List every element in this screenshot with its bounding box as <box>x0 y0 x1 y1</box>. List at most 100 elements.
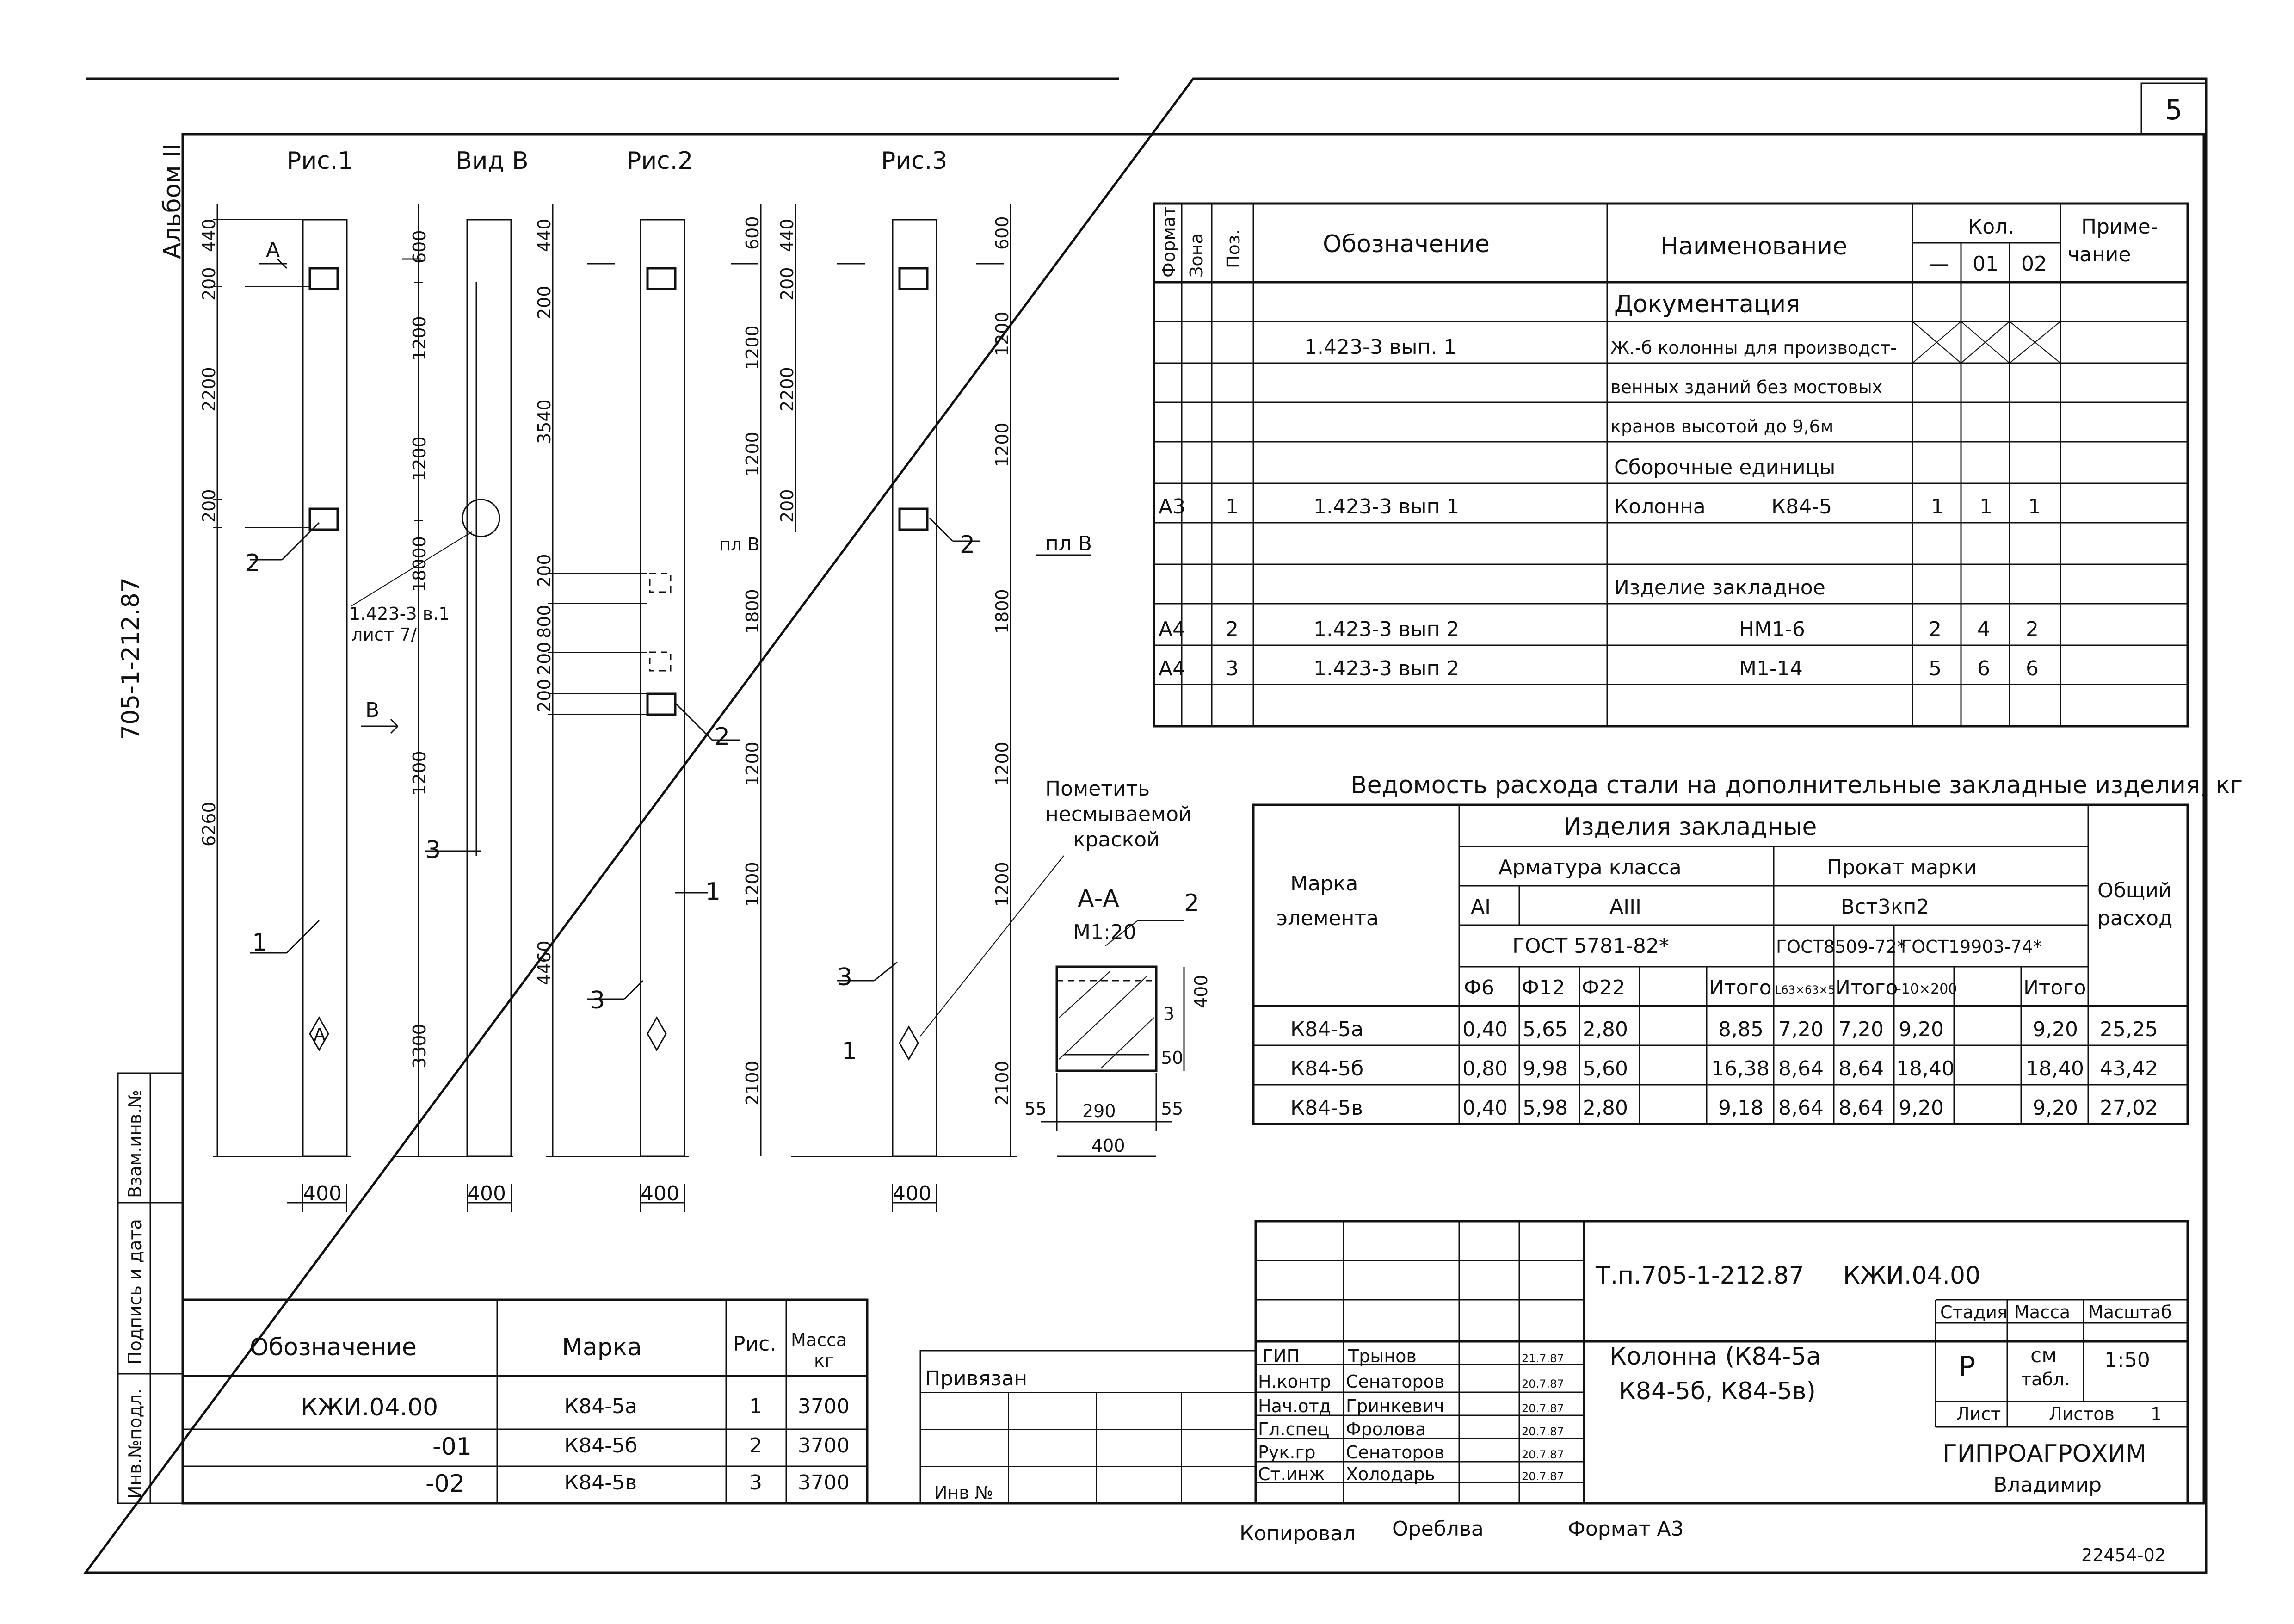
note-line-3: краской <box>1073 828 1160 852</box>
steel-h-mark2: элемента <box>1276 907 1379 930</box>
vidv-column <box>351 204 513 1212</box>
fig3-pos2: 2 <box>960 531 975 559</box>
fig2-dim-a: 200 <box>534 285 555 319</box>
emb2-designation: 1.423-3 вып 2 <box>1314 657 1459 680</box>
spec-h-q2: 02 <box>2021 252 2047 276</box>
fig1-pos2: 2 <box>245 550 260 577</box>
steel-h-gost1: ГОСТ 5781-82* <box>1512 934 1669 958</box>
fig2-pl-b: пл В <box>719 534 759 555</box>
steel-r3-angle: 8,64 <box>1778 1096 1824 1120</box>
steel-r1-total-angle: 7,20 <box>1838 1018 1884 1041</box>
role-4-date: 20.7.87 <box>1522 1425 1564 1438</box>
spec-h-zone: Зона <box>1186 233 1207 278</box>
section-aa-title: А-А <box>1078 885 1119 913</box>
emb2-q2: 6 <box>2026 657 2039 680</box>
emb2-name: М1-14 <box>1739 657 1803 680</box>
fig2-dim-c: 200 <box>534 554 555 587</box>
fig2-column <box>546 204 762 1212</box>
spec-h-format: Формат <box>1159 206 1179 278</box>
steel-r2-total: 43,42 <box>2100 1057 2158 1081</box>
fig1-dim-d: 6260 <box>199 802 219 846</box>
vidv-ref-2: лист 7/ <box>352 624 417 645</box>
vidv-dim-d: 1200 <box>409 751 430 796</box>
marks-r1-des: КЖИ.04.00 <box>301 1394 438 1421</box>
fig2-dim-r0: 600 <box>742 216 763 250</box>
fig1-section-a: А <box>266 238 280 262</box>
spec-doc-line3: кранов высотой до 9,6м <box>1610 416 1833 437</box>
fig3-pos1: 1 <box>842 1037 857 1065</box>
title-code2: КЖИ.04.00 <box>1843 1262 1980 1290</box>
steel-col-total-arm: Итого <box>1709 976 1772 1000</box>
role-1-date: 21.7.87 <box>1522 1352 1564 1365</box>
spec-section-embedded: Изделие закладное <box>1614 576 1825 599</box>
marks-row-1: КЖИ.04.00 К84-5а 1 3700 <box>301 1394 850 1421</box>
role-4-name: Фролова <box>1346 1419 1426 1439</box>
marks-r1-fig: 1 <box>749 1395 762 1418</box>
vidv-dim-b: 1200 <box>409 436 430 481</box>
steel-r2-f22: 5,60 <box>1583 1057 1628 1081</box>
steel-r2-f12: 9,98 <box>1523 1057 1568 1081</box>
inv-label: Инв № <box>934 1482 993 1503</box>
marks-h-mark: Марка <box>562 1334 642 1361</box>
steel-r3-f22: 2,80 <box>1583 1096 1628 1120</box>
marks-table-grid <box>181 1298 869 1505</box>
emb1-q0: 2 <box>1929 617 1942 641</box>
fig3-dim-top: 440 <box>777 218 797 252</box>
marks-r3-mark: К84-5в <box>564 1471 637 1494</box>
emb2-q0: 5 <box>1929 657 1942 680</box>
fig1-dim-c: 200 <box>199 489 219 523</box>
steel-r1-plate: 9,20 <box>1899 1018 1944 1041</box>
marks-r3-mass: 3700 <box>798 1471 850 1494</box>
spec-doc-line1: Ж.-б колонны для производст- <box>1610 338 1897 358</box>
emb1-q1: 4 <box>1977 617 1990 641</box>
fig3-dim-r0: 600 <box>992 216 1012 250</box>
steel-h-gost3: ГОСТ19903-74* <box>1901 937 2042 957</box>
steel-r3-f6: 0,40 <box>1462 1096 1508 1120</box>
role-1-name: Трынов <box>1348 1346 1417 1366</box>
steel-r2-plate: 18,40 <box>1896 1057 1955 1081</box>
vidv-ref-1: 1.423-3 в.1 <box>349 604 450 624</box>
steel-r3-total-plate: 9,20 <box>2033 1096 2078 1120</box>
section-aa-drawing <box>1041 920 1185 1157</box>
steel-r1-total: 25,25 <box>2100 1018 2158 1041</box>
spec-row-emb-1: А4 2 1.423-3 вып 2 НМ1-6 2 4 2 <box>1159 617 2039 641</box>
vidv-dim-a: 1200 <box>409 316 430 361</box>
fig1-pos1: 1 <box>252 929 267 957</box>
spec-h-designation: Обозначение <box>1323 230 1490 258</box>
asm-q0: 1 <box>1931 495 1944 519</box>
steel-col-f12: Ф12 <box>1522 976 1565 1000</box>
fig2-dim-r3: 1800 <box>742 589 763 634</box>
vidv-width: 400 <box>467 1182 506 1205</box>
emb2-q1: 6 <box>1977 657 1990 680</box>
fig3-dim-r6: 2100 <box>992 1061 1012 1105</box>
title-org: ГИПРОАГРОХИМ <box>1942 1440 2146 1468</box>
emb1-pos: 2 <box>1226 617 1239 641</box>
steel-h-mark1: Марка <box>1290 872 1358 895</box>
spec-doc-designation: 1.423-3 вып. 1 <box>1304 335 1456 359</box>
steel-r1-f6: 0,40 <box>1462 1018 1508 1041</box>
title-city: Владимир <box>1993 1473 2102 1497</box>
stamp-inv-original: Инв.№подл. <box>125 1389 145 1499</box>
title-block-grid <box>1254 1220 2189 1505</box>
spec-h-qty: Кол. <box>1968 215 2014 239</box>
marks-r2-fig: 2 <box>749 1434 762 1457</box>
emb1-name: НМ1-6 <box>1739 617 1805 641</box>
vidv-b-label: В <box>365 698 379 722</box>
role-2-name: Сенаторов <box>1346 1371 1444 1392</box>
steel-r3-total-angle: 8,64 <box>1838 1096 1884 1120</box>
fig2-dim-r2: 1200 <box>742 432 763 476</box>
steel-h-aiii: АIII <box>1610 895 1641 919</box>
fig2-dim-r4: 1200 <box>742 741 763 786</box>
marks-row-3: -02 К84-5в 3 3700 <box>426 1470 850 1498</box>
steel-col-total-plate: Итого <box>2023 976 2086 1000</box>
vidv-dim-top: 600 <box>409 230 430 264</box>
asm-name: Колонна <box>1614 495 1706 519</box>
spec-h-q1: 01 <box>1973 252 1998 276</box>
steel-r2-total-plate: 18,40 <box>2026 1057 2084 1081</box>
steel-r2-angle: 8,64 <box>1778 1057 1824 1081</box>
title-mass-2: табл. <box>2021 1369 2070 1389</box>
fig3-dim-r3: 1800 <box>992 589 1012 634</box>
vidv-dim-e: 3300 <box>409 1024 430 1068</box>
spec-doc-line2: венных зданий без мостовых <box>1610 377 1882 397</box>
